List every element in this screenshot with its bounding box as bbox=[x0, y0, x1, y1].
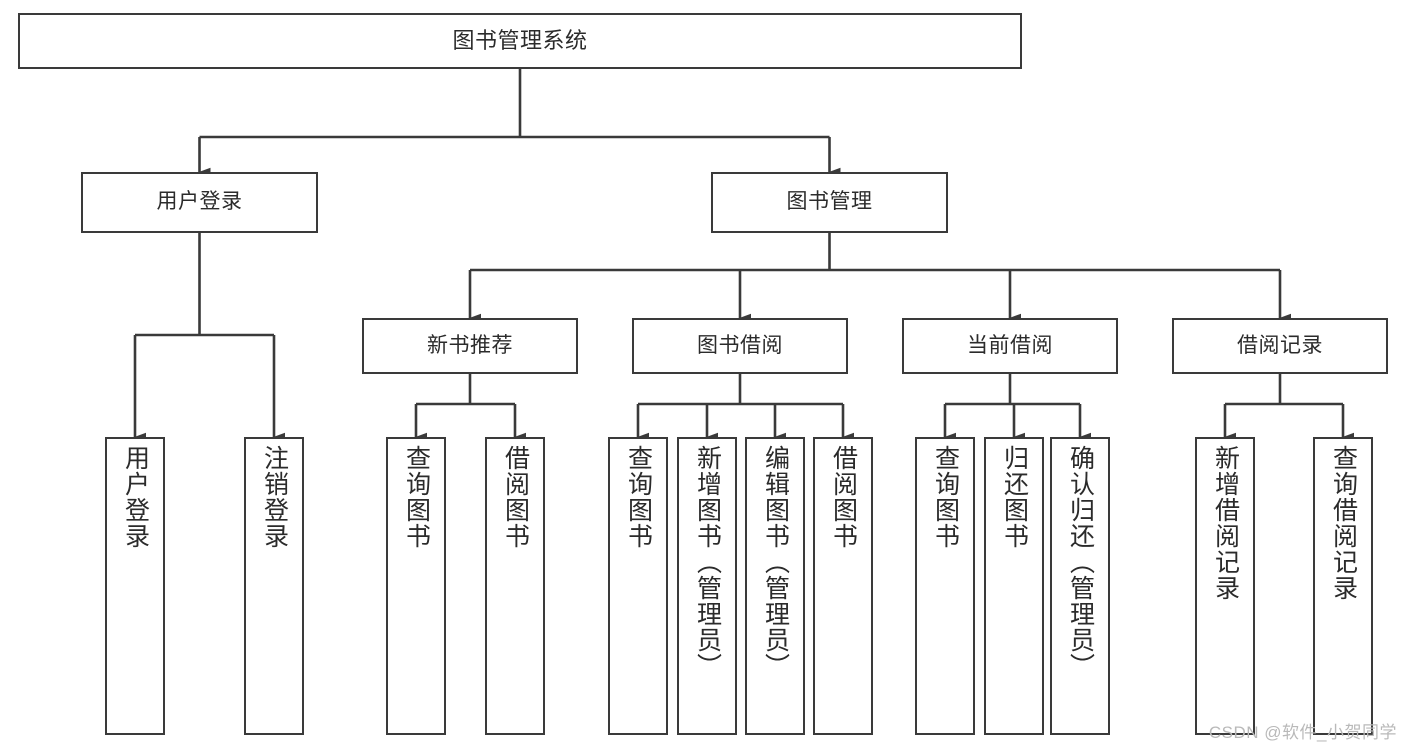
connector-bus bbox=[135, 233, 274, 337]
node-leaf-add-record[interactable]: 新增借阅记录 bbox=[1195, 437, 1255, 735]
node-label-new-book-recommend: 新书推荐 bbox=[427, 333, 513, 357]
connector-bus bbox=[470, 233, 1280, 272]
node-leaf-query-book-1[interactable]: 查询图书 bbox=[386, 437, 446, 735]
node-book-manage[interactable]: 图书管理 bbox=[711, 172, 948, 233]
node-leaf-add-book[interactable]: 新增图书（管理员） bbox=[677, 437, 737, 735]
node-label-leaf-add-book: 新增图书（管理员） bbox=[693, 445, 722, 679]
node-label-leaf-edit-book: 编辑图书（管理员） bbox=[761, 445, 790, 679]
node-book-borrow[interactable]: 图书借阅 bbox=[632, 318, 848, 374]
node-user-login[interactable]: 用户登录 bbox=[81, 172, 318, 233]
node-borrow-record[interactable]: 借阅记录 bbox=[1172, 318, 1388, 374]
node-label-leaf-logout: 注销登录 bbox=[260, 445, 289, 549]
csdn-watermark: CSDN @软件_小贺同学 bbox=[1208, 723, 1397, 742]
node-label-leaf-confirm-return: 确认归还（管理员） bbox=[1066, 445, 1095, 679]
node-label-leaf-query-book-2: 查询图书 bbox=[624, 445, 653, 549]
node-label-borrow-record: 借阅记录 bbox=[1237, 333, 1323, 357]
node-leaf-return-book[interactable]: 归还图书 bbox=[984, 437, 1044, 735]
node-leaf-confirm-return[interactable]: 确认归还（管理员） bbox=[1050, 437, 1110, 735]
node-label-current-borrow: 当前借阅 bbox=[967, 333, 1053, 357]
node-leaf-query-book-3[interactable]: 查询图书 bbox=[915, 437, 975, 735]
node-label-user-login: 用户登录 bbox=[156, 190, 243, 214]
node-label-leaf-query-book-1: 查询图书 bbox=[402, 445, 431, 549]
node-leaf-borrow-book-1[interactable]: 借阅图书 bbox=[485, 437, 545, 735]
node-leaf-edit-book[interactable]: 编辑图书（管理员） bbox=[745, 437, 805, 735]
node-new-book-recommend[interactable]: 新书推荐 bbox=[362, 318, 578, 374]
node-leaf-user-login[interactable]: 用户登录 bbox=[105, 437, 165, 735]
node-current-borrow[interactable]: 当前借阅 bbox=[902, 318, 1118, 374]
node-label-leaf-query-book-3: 查询图书 bbox=[931, 445, 960, 549]
node-label-leaf-query-record: 查询借阅记录 bbox=[1329, 445, 1358, 601]
connector-bus bbox=[199, 69, 830, 139]
node-leaf-query-record[interactable]: 查询借阅记录 bbox=[1313, 437, 1373, 735]
node-root[interactable]: 图书管理系统 bbox=[18, 13, 1022, 69]
connector-bus bbox=[1225, 374, 1343, 406]
node-label-root: 图书管理系统 bbox=[452, 28, 588, 54]
node-leaf-borrow-book-2[interactable]: 借阅图书 bbox=[813, 437, 873, 735]
node-label-leaf-return-book: 归还图书 bbox=[1000, 445, 1029, 549]
node-label-leaf-borrow-book-2: 借阅图书 bbox=[829, 445, 858, 549]
node-label-leaf-user-login: 用户登录 bbox=[121, 445, 150, 549]
connector-bus bbox=[416, 374, 515, 406]
node-label-leaf-add-record: 新增借阅记录 bbox=[1211, 445, 1240, 601]
node-leaf-query-book-2[interactable]: 查询图书 bbox=[608, 437, 668, 735]
node-label-book-borrow: 图书借阅 bbox=[697, 333, 783, 357]
connector-bus bbox=[945, 374, 1080, 406]
node-label-leaf-borrow-book-1: 借阅图书 bbox=[501, 445, 530, 549]
node-label-book-manage: 图书管理 bbox=[786, 190, 873, 214]
connector-bus bbox=[638, 374, 843, 406]
node-leaf-logout[interactable]: 注销登录 bbox=[244, 437, 304, 735]
